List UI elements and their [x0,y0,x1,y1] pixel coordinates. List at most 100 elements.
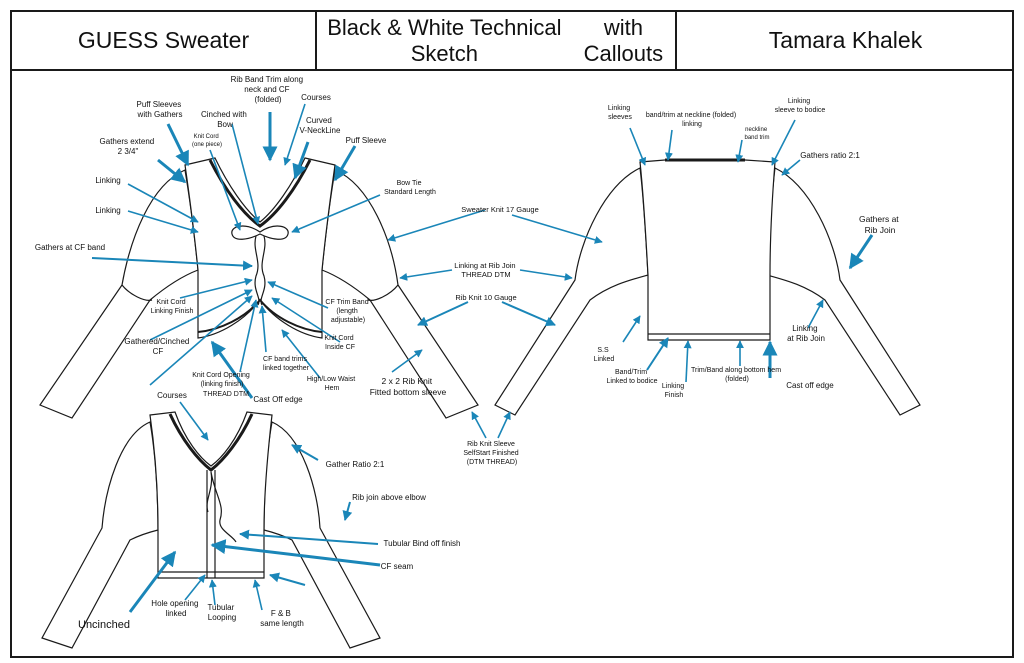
label-lower-tubular: Tubular Bind off finish [384,539,461,548]
arrow-bow-tie [291,194,381,233]
label-courses: Courses [301,93,331,102]
arrow-curved-neckline [292,141,310,180]
header-designer-name: Tamara Khalek [677,12,1014,71]
middle-callout-labels: Sweater Knit 17 Gauge Linking at Rib Joi… [370,205,539,466]
arrow-gathers-cf [91,257,253,271]
label-back-linking-finish: Linking Finish [662,383,686,399]
label-back-band-linked: Band/Trim Linked to bodice [607,369,658,385]
back-right-sleeve [766,167,921,416]
label-puff-sleeve: Puff Sleeve [346,136,387,145]
arrow-linking-2 [127,210,199,234]
front-callout-labels: Rib Band Trim along neck and CF (folded)… [35,75,436,404]
label-cast-off-edge: Cast Off edge [253,395,303,404]
arrow-lower-gather [291,444,319,461]
back-bodice [639,159,776,341]
lower-callout-labels: Courses Gather Ratio 2:1 Rib join above … [78,391,460,631]
front-neckline-trim [208,159,312,228]
arrow-lower-fb-a [252,579,263,611]
label-back-linking-bodice: Linking sleeve to bodice [775,98,826,114]
arrow-cf-band-trims [258,305,267,353]
arrow-back-linking-sleeves [629,127,647,166]
label-lower-uncinched: Uncinched [78,619,130,631]
arrow-gathers-extend [157,158,187,184]
uncinched-left-sleeve [41,421,159,649]
label-gathers-cf-band: Gathers at CF band [35,243,105,252]
arrow-sweater-knit-back [511,214,603,244]
label-cf-band-trims: CF band trims linked together [263,356,310,372]
arrow-cast-off [210,340,254,399]
arrow-lower-fb-b [269,572,306,586]
uncinched-neckline [168,413,254,472]
arrow-back-band-trim [664,129,673,161]
label-high-low-hem: High/Low Waist Hem [307,376,357,392]
label-back-gathers-ratio: Gathers ratio 2:1 [800,151,860,160]
label-puff-sleeves-gathers: Puff Sleeves with Gathers [136,100,183,119]
front-cinched-cf [254,235,266,306]
label-back-band-trim: band/trim at neckline (folded) linking [646,112,738,128]
label-2x2-rib: 2 x 2 Rib Knit Fitted bottom sleeve [370,376,447,397]
label-lower-hole: Hole opening linked [151,599,200,618]
arrow-linking-rib-back [519,269,573,281]
label-back-linking-rib: Linking at Rib Join [787,324,825,343]
arrow-courses [283,103,306,166]
arrow-high-low [281,329,321,379]
label-linking-1: Linking [95,176,120,185]
arrow-knit-cord-linking [179,277,253,299]
arrow-2x2-rib [391,349,423,373]
arrow-back-linking-bodice [771,119,796,166]
arrow-lower-uncinched [128,550,177,613]
front-left-cuff [121,284,153,301]
label-back-linking-sleeves: Linking sleeves [608,105,632,121]
label-knit-cord-linking: Knit Cord Linking Finish [151,299,194,315]
arrow-cf-trim-band [267,281,329,309]
arrow-cinched-bow [231,123,261,225]
uncinched-bodice [149,411,273,579]
front-right-cuff [367,284,399,301]
arrow-knit-cord-opening [239,299,259,373]
back-callout-labels: Linking sleeves band/trim at neckline (f… [594,98,901,399]
label-lower-gather: Gather Ratio 2:1 [326,460,385,469]
label-sweater-knit: Sweater Knit 17 Gauge [461,205,539,214]
label-linking-rib-join: Linking at Rib Join THREAD DTM [454,261,517,279]
back-view-sketch [494,158,921,416]
uncinched-ties [206,471,237,543]
arrow-rib-knit-back [501,301,556,327]
arrow-knit-cord [209,149,242,231]
arrow-lower-cf-seam [210,539,381,567]
label-lower-rib-elbow: Rib join above elbow [352,493,426,502]
arrow-sweater-knit-front [387,209,486,242]
arrow-lower-hole [184,574,206,601]
label-back-trim-hem: Trim/Band along bottom hem (folded) [691,367,783,383]
arrow-back-neckline-trim [735,139,744,163]
label-cinched-bow: Cinched with Bow [201,110,249,129]
callout-arrows [91,103,874,613]
label-linking-2: Linking [95,206,120,215]
label-back-cast-off: Cast off edge [786,381,834,390]
label-back-gathers-rib: Gathers at Rib Join [859,214,901,235]
arrow-back-gathers-rib [848,234,874,270]
label-rib-band-trim: Rib Band Trim along neck and CF (folded) [231,75,306,104]
arrow-linking-sleeve-left [149,295,253,386]
label-gathers-extend: Gathers extend 2 3/4" [100,137,157,156]
tech-sheet: GUESS Sweater Black & White Technical Sk… [10,10,1014,658]
arrow-back-band-linked [646,337,669,371]
arrow-lower-tubular [239,529,379,545]
label-bow-tie: Bow Tie Standard Length [384,180,436,196]
label-lower-cf-seam: CF seam [381,562,414,571]
label-back-ss-linked: S.S Linked [594,347,615,363]
label-rib-knit: Rib Knit 10 Gauge [455,293,516,302]
arrow-back-ss-linked [622,315,641,343]
uncinched-view-sketch [41,411,381,649]
label-knit-cord-inside: Knit Cord Inside CF [324,335,355,351]
arrow-gathered-cinched [149,289,253,341]
header-garment-name: GUESS Sweater [12,12,317,71]
label-knit-cord-one-piece: Knit Cord (one piece) [192,134,222,148]
label-thread-dtm: THREAD DTM [203,391,249,398]
label-rib-sleeve: Rib Knit Sleeve SelfStart Finished (DTM … [463,441,520,466]
label-lower-fb: F & B same length [260,609,304,628]
header-title-line-2: with Callouts [583,14,664,66]
arrow-lower-courses [179,401,209,441]
arrow-back-linking-rib [807,299,824,329]
label-gathered-cinched: Gathered/Cinched CF [124,337,191,356]
